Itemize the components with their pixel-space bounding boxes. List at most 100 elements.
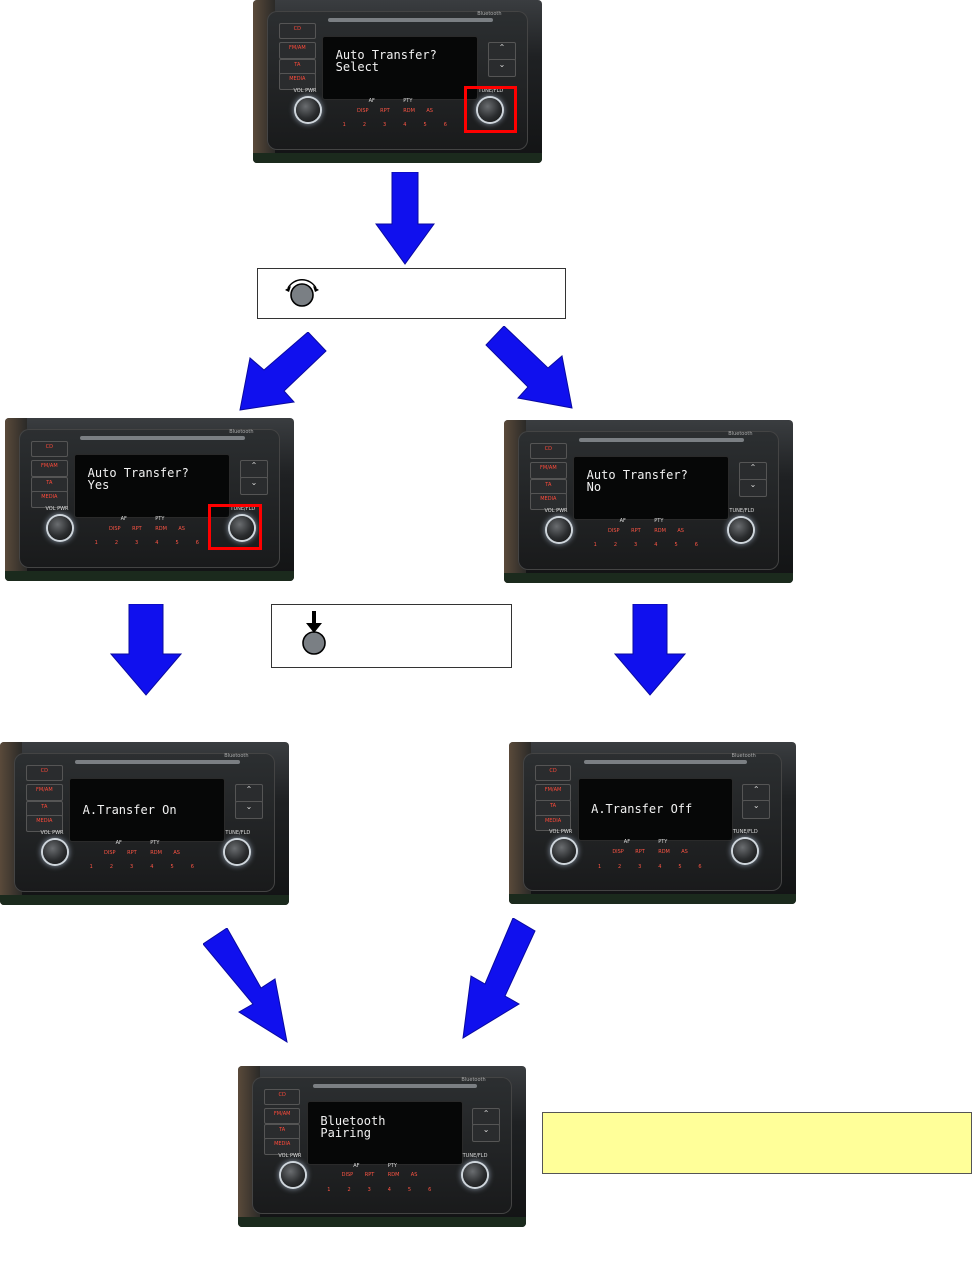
fmam-button: FM/AM: [31, 460, 68, 478]
radio-display: A.Transfer On: [69, 777, 226, 842]
rotate-instruction-box: [257, 268, 566, 319]
preset-4: 4: [658, 863, 662, 870]
arrow-down-right-icon: [485, 326, 573, 409]
disp-label: DISP: [608, 527, 620, 534]
bluetooth-logo: Bluetooth: [224, 753, 249, 760]
af-label: AF: [353, 1162, 360, 1169]
disp-label: DISP: [612, 848, 624, 855]
radio-photo-select: Bluetooth CD FM/AM TA MEDIA ⌃ ⌄ Auto Tra…: [253, 0, 542, 163]
preset-5: 5: [674, 542, 678, 549]
vol-label: VOL PWR: [278, 1152, 302, 1159]
bluetooth-logo: Bluetooth: [731, 753, 756, 760]
down-button: ⌄: [739, 478, 767, 497]
volume-knob-icon: [547, 517, 572, 542]
af-label: AF: [115, 839, 122, 846]
preset-5: 5: [678, 863, 682, 870]
press-instruction-box: [271, 604, 512, 668]
volume-knob-icon: [48, 515, 73, 540]
tune-knob-icon: [225, 839, 250, 864]
cd-button: CD: [534, 764, 572, 782]
bluetooth-logo: Bluetooth: [477, 11, 502, 18]
preset-5: 5: [423, 122, 427, 129]
disp-label: DISP: [109, 525, 121, 532]
cd-button: CD: [31, 440, 68, 458]
tune-label: TUNE/FLD: [732, 829, 758, 836]
preset-1: 1: [89, 864, 93, 871]
as-label: AS: [426, 107, 433, 114]
preset-2: 2: [347, 1186, 351, 1193]
bluetooth-logo: Bluetooth: [229, 429, 254, 436]
radio-display: Auto Transfer? Yes: [74, 453, 231, 518]
af-label: AF: [623, 839, 631, 846]
background: [0, 895, 289, 905]
highlight-box: [208, 504, 262, 550]
up-button: ⌃: [488, 42, 516, 61]
background: [504, 573, 793, 583]
af-label: AF: [368, 97, 375, 104]
volume-knob-icon: [43, 839, 68, 864]
preset-4: 4: [155, 540, 159, 547]
background: [509, 894, 796, 904]
preset-6: 6: [698, 863, 702, 870]
media-button: MEDIA: [534, 814, 572, 832]
up-button: ⌃: [739, 462, 767, 481]
preset-4: 4: [387, 1186, 391, 1193]
down-button: ⌄: [742, 800, 771, 819]
cd-button: CD: [530, 442, 567, 460]
rdm-label: RDM: [150, 849, 162, 856]
rdm-label: RDM: [403, 107, 415, 114]
down-button: ⌄: [488, 58, 516, 77]
down-button: ⌄: [472, 1123, 501, 1143]
fmam-button: FM/AM: [534, 784, 572, 801]
fmam-button: FM/AM: [263, 1107, 301, 1125]
display-text: A.Transfer On: [82, 802, 177, 817]
as-label: AS: [410, 1172, 418, 1179]
preset-3: 3: [638, 863, 642, 870]
preset-1: 1: [94, 540, 98, 547]
background: [5, 571, 294, 581]
preset-1: 1: [327, 1186, 331, 1193]
display-text: A.Transfer Off: [591, 802, 693, 817]
background: [253, 153, 542, 163]
preset-6: 6: [190, 864, 194, 871]
display-text: Bluetooth Pairing: [320, 1113, 386, 1140]
radio-display: Auto Transfer? Select: [322, 35, 479, 100]
tune-knob-icon: [732, 839, 757, 864]
arrow-down-icon: [614, 604, 686, 696]
as-label: AS: [173, 849, 180, 856]
note-box: [542, 1112, 972, 1174]
arrow-down-right-icon: [203, 928, 288, 1044]
fmam-button: FM/AM: [26, 784, 63, 802]
rpt-label: RPT: [380, 107, 390, 114]
cd-slot: [75, 759, 240, 764]
vol-label: VOL PWR: [40, 830, 64, 837]
knob-press-icon: [302, 611, 326, 655]
cd-button: CD: [263, 1088, 301, 1106]
fmam-button: FM/AM: [279, 42, 316, 60]
cd-button: CD: [26, 764, 63, 782]
preset-4: 4: [654, 542, 658, 549]
tune-label: TUNE/FLD: [729, 508, 755, 515]
media-button: MEDIA: [26, 815, 63, 832]
cd-slot: [80, 435, 245, 440]
tune-label: TUNE/FLD: [478, 88, 504, 95]
af-label: AF: [619, 517, 626, 524]
preset-2: 2: [114, 540, 118, 547]
arrow-down-left-icon: [239, 332, 327, 411]
tune-knob-icon: [462, 1162, 487, 1187]
rdm-label: RDM: [654, 527, 666, 534]
highlight-box: [464, 86, 517, 133]
rpt-label: RPT: [635, 848, 645, 855]
disp-label: DISP: [357, 107, 369, 114]
as-label: AS: [178, 525, 185, 532]
tune-knob-icon: [230, 515, 255, 540]
pty-label: PTY: [658, 839, 668, 846]
preset-3: 3: [130, 864, 134, 871]
rdm-label: RDM: [155, 525, 167, 532]
preset-3: 3: [634, 542, 638, 549]
volume-knob-icon: [552, 839, 577, 864]
preset-5: 5: [170, 864, 174, 871]
rpt-label: RPT: [364, 1172, 375, 1179]
preset-6: 6: [195, 540, 199, 547]
bluetooth-logo: Bluetooth: [728, 431, 753, 438]
